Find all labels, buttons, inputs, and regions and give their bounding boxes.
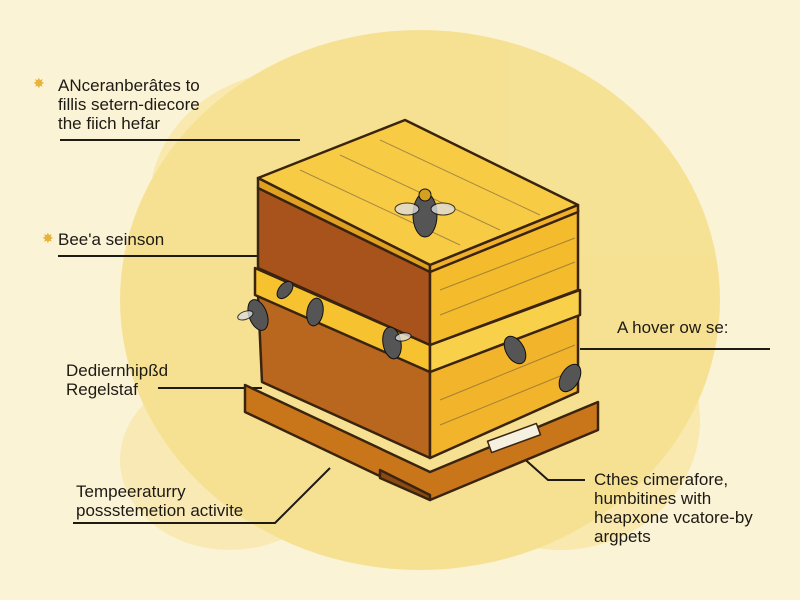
sparkle-icon: ✸: [33, 75, 45, 91]
bee-icon: [503, 335, 527, 365]
bees: [237, 188, 582, 393]
label-bottom-right: Cthes cimerafore, humbitines with heapxo…: [594, 470, 753, 546]
bee-icon: [382, 326, 412, 360]
label-deder: Dediernhipßd Regelstaf: [66, 361, 169, 399]
bee-icon: [306, 297, 324, 327]
label-bees-season: Bee'a seinson: [58, 230, 165, 249]
wood-grain: [299, 139, 576, 426]
hive-base: [243, 383, 600, 502]
bee-icon: [558, 363, 582, 393]
label-hover: A hover ow se:: [617, 318, 729, 337]
bee-icon: [394, 188, 456, 238]
leader-lines: [58, 139, 770, 524]
bee-icon: [237, 299, 269, 331]
label-top-left: ANceranberâtes to fillis setern-diecore …: [58, 76, 200, 133]
bee-icon: [276, 280, 294, 300]
label-temperature: Tempeeraturry possstemetion activite: [76, 482, 244, 520]
hive-tag: [486, 422, 542, 454]
sparkle-icon: ✸: [42, 230, 54, 246]
